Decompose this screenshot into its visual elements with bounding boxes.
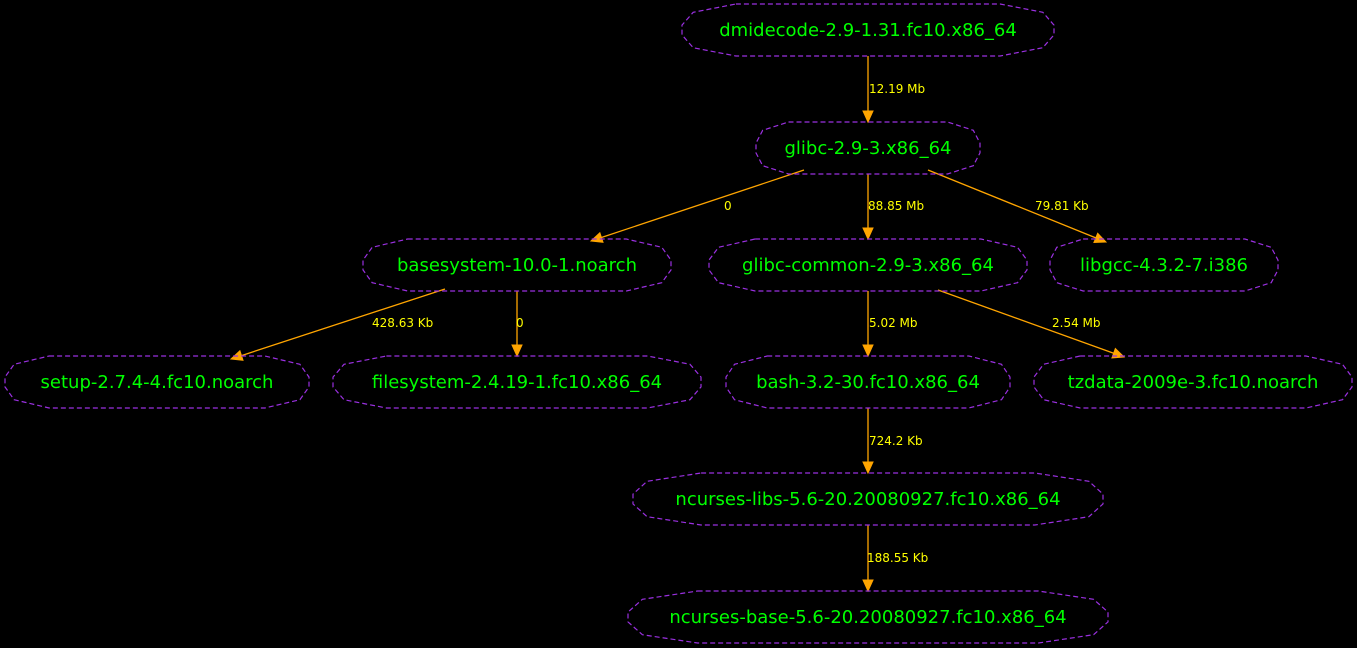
node-glibc-common[interactable]: glibc-common-2.9-3.x86_64 [708, 238, 1028, 292]
edge-glibc-to-libgcc: 79.81 Kb [927, 169, 1108, 244]
nodes-layer: dmidecode-2.9-1.31.fc10.x86_64 glibc-2.9-… [4, 3, 1353, 644]
edge-label: 12.19 Mb [869, 82, 925, 96]
node-dmidecode[interactable]: dmidecode-2.9-1.31.fc10.x86_64 [681, 3, 1055, 57]
node-label: libgcc-4.3.2-7.i386 [1080, 255, 1248, 276]
edge-dmidecode-to-glibc: 12.19 Mb [862, 56, 925, 124]
node-glibc[interactable]: glibc-2.9-3.x86_64 [755, 121, 981, 175]
octagon-node-border [681, 3, 1055, 57]
arrowhead [862, 579, 874, 593]
edge-line [241, 288, 446, 357]
node-tzdata[interactable]: tzdata-2009e-3.fc10.noarch [1033, 355, 1353, 409]
arrowhead [862, 461, 874, 475]
edge-label: 0 [516, 316, 524, 330]
node-libgcc[interactable]: libgcc-4.3.2-7.i386 [1049, 238, 1279, 292]
edge-glibc-to-glibc-common: 88.85 Mb [862, 174, 924, 241]
node-label: dmidecode-2.9-1.31.fc10.x86_64 [719, 20, 1017, 41]
edge-glibc-to-basesystem: 0 [589, 169, 805, 243]
arrowhead [862, 344, 874, 358]
edge-label: 2.54 Mb [1052, 316, 1101, 330]
node-label: ncurses-libs-5.6-20.20080927.fc10.x86_64 [675, 489, 1060, 510]
edge-ncurses-libs-to-ncurses-base: 188.55 Kb [862, 525, 928, 593]
octagon-node-border [755, 121, 981, 175]
edge-label: 724.2 Kb [869, 434, 923, 448]
node-bash[interactable]: bash-3.2-30.fc10.x86_64 [725, 355, 1011, 409]
node-setup[interactable]: setup-2.7.4-4.fc10.noarch [4, 355, 310, 409]
node-label: glibc-common-2.9-3.x86_64 [742, 255, 994, 276]
arrowhead [862, 110, 874, 124]
octagon-node-border [362, 238, 672, 292]
edge-label: 188.55 Kb [867, 551, 928, 565]
node-label: ncurses-base-5.6-20.20080927.fc10.x86_64 [669, 607, 1066, 628]
node-label: filesystem-2.4.19-1.fc10.x86_64 [372, 372, 662, 393]
node-ncurses-base[interactable]: ncurses-base-5.6-20.20080927.fc10.x86_64 [627, 590, 1109, 644]
octagon-node-border [332, 355, 702, 409]
edge-basesystem-to-setup: 428.63 Kb [229, 288, 446, 361]
edges-layer: 12.19 Mb 0 88.85 Mb 79.81 Kb 428.63 Kb 0 5.02 … [229, 56, 1126, 593]
node-label: glibc-2.9-3.x86_64 [784, 138, 951, 159]
node-basesystem[interactable]: basesystem-10.0-1.noarch [362, 238, 672, 292]
node-label: basesystem-10.0-1.noarch [397, 255, 637, 276]
arrowhead [862, 227, 874, 241]
node-label: bash-3.2-30.fc10.x86_64 [756, 372, 980, 393]
edge-label: 428.63 Kb [372, 316, 433, 330]
edge-basesystem-to-filesystem: 0 [511, 291, 524, 358]
edge-line [927, 169, 1097, 239]
arrowhead [589, 231, 604, 243]
edge-line [601, 169, 805, 239]
octagon-node-border [4, 355, 310, 409]
edge-line [937, 289, 1114, 354]
node-label: tzdata-2009e-3.fc10.noarch [1068, 372, 1319, 393]
edge-glibc-common-to-tzdata: 2.54 Mb [937, 289, 1126, 359]
octagon-node-border [725, 355, 1011, 409]
arrowhead [511, 344, 523, 358]
node-filesystem[interactable]: filesystem-2.4.19-1.fc10.x86_64 [332, 355, 702, 409]
octagon-node-border [632, 472, 1104, 526]
octagon-node-border [627, 590, 1109, 644]
edge-label: 79.81 Kb [1035, 199, 1089, 213]
node-label: setup-2.7.4-4.fc10.noarch [41, 372, 274, 393]
node-ncurses-libs[interactable]: ncurses-libs-5.6-20.20080927.fc10.x86_64 [632, 472, 1104, 526]
edge-bash-to-ncurses-libs: 724.2 Kb [862, 408, 923, 475]
arrowhead [1093, 232, 1108, 244]
edge-glibc-common-to-bash: 5.02 Mb [862, 291, 918, 358]
edge-label: 88.85 Mb [868, 199, 924, 213]
edge-label: 0 [724, 199, 732, 213]
edge-label: 5.02 Mb [869, 316, 918, 330]
